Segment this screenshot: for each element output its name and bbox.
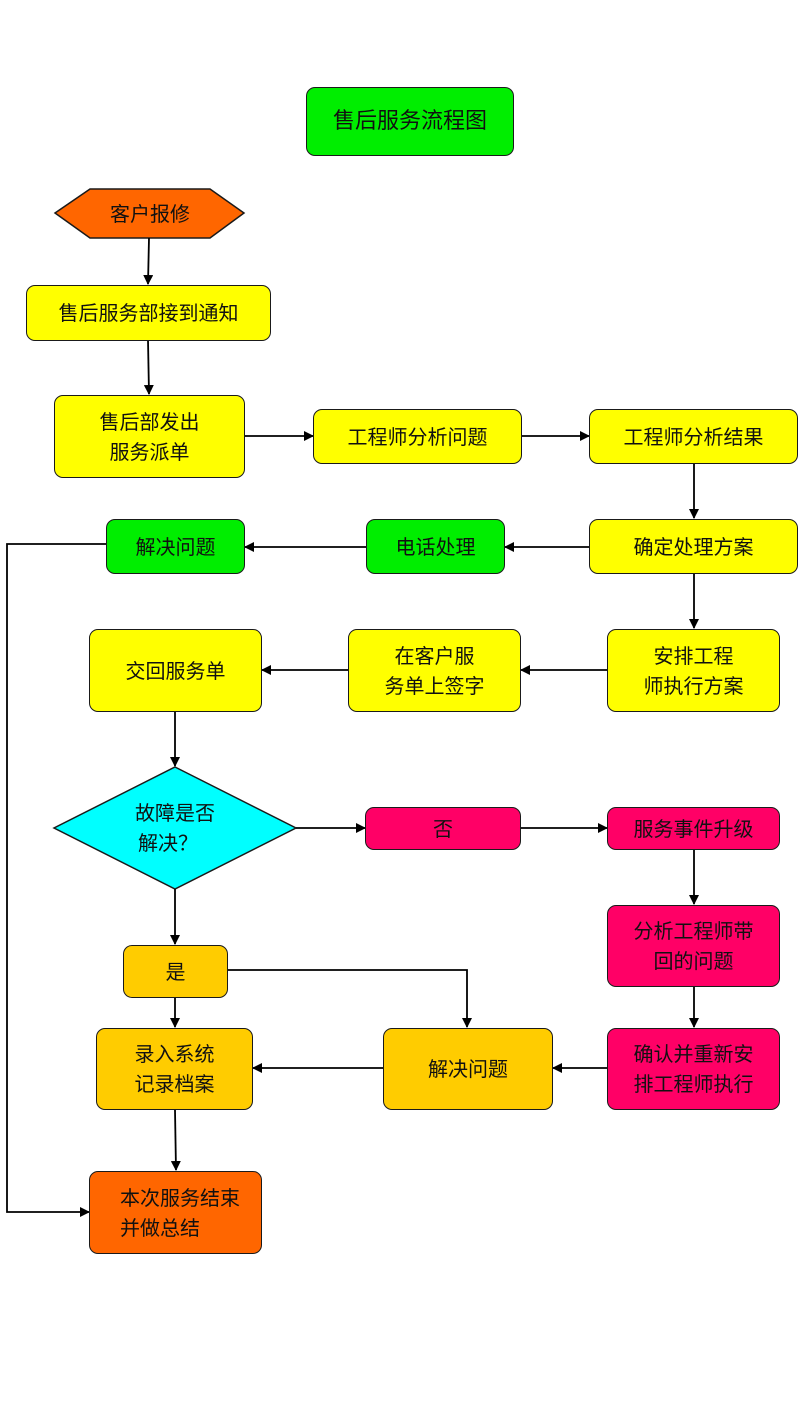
node-solve-phone[interactable]: 解决问题 bbox=[106, 519, 245, 574]
node-record[interactable]: 录入系统 记录档案 bbox=[96, 1028, 253, 1110]
node-decision[interactable]: 故障是否 解决？ bbox=[54, 767, 296, 889]
edge-notify-to-dispatch bbox=[143, 339, 154, 395]
node-customer-sign[interactable]: 在客户服 务单上签字 bbox=[348, 629, 521, 712]
edge-record-to-end bbox=[170, 1109, 181, 1171]
node-reassign-line-2: 排工程师执行 bbox=[633, 1072, 754, 1096]
node-start-text: 客户报修 bbox=[110, 201, 190, 226]
node-analyze-issue-text: 工程师分析问题 bbox=[347, 424, 488, 449]
node-solve-onsite-text: 解决问题 bbox=[428, 1057, 508, 1081]
start-hexagon-shape bbox=[53, 188, 246, 239]
node-end[interactable]: 本次服务结束 并做总结 bbox=[89, 1171, 262, 1254]
node-phone-handle[interactable]: 电话处理 bbox=[366, 519, 505, 574]
node-decision-line-1: 故障是否 bbox=[135, 801, 215, 825]
node-reassign-line-1: 确认并重新安 bbox=[633, 1042, 754, 1066]
node-customer-sign-line-1: 在客户服 bbox=[394, 643, 475, 668]
node-analyze-result[interactable]: 工程师分析结果 bbox=[589, 409, 798, 464]
node-dispatch[interactable]: 售后部发出 服务派单 bbox=[54, 395, 245, 478]
node-record-line-2: 记录档案 bbox=[134, 1072, 215, 1096]
node-notify[interactable]: 售后服务部接到通知 bbox=[26, 285, 271, 341]
edge-start-to-notify bbox=[143, 237, 154, 285]
node-dispatch-line-1: 售后部发出 bbox=[99, 409, 200, 434]
node-record-line-1: 录入系统 bbox=[134, 1042, 215, 1066]
chart-title: 售后服务流程图 bbox=[306, 87, 514, 156]
node-end-line-2: 并做总结 bbox=[120, 1215, 200, 1240]
node-decision-line-2: 解决？ bbox=[138, 831, 198, 855]
node-notify-text: 售后服务部接到通知 bbox=[58, 301, 239, 325]
chart-title-text: 售后服务流程图 bbox=[332, 108, 487, 134]
node-escalate-text: 服务事件升级 bbox=[633, 816, 754, 841]
node-yes-text: 是 bbox=[165, 959, 186, 984]
node-solve-phone-text: 解决问题 bbox=[135, 534, 216, 559]
node-yes[interactable]: 是 bbox=[123, 945, 228, 998]
node-no-text: 否 bbox=[433, 816, 453, 841]
edge-yes-to-solve-onsite bbox=[227, 969, 472, 1028]
node-escalate[interactable]: 服务事件升级 bbox=[607, 807, 780, 850]
node-solve-onsite[interactable]: 解决问题 bbox=[383, 1028, 553, 1110]
node-start[interactable]: 客户报修 bbox=[55, 189, 245, 238]
node-analyze-returned[interactable]: 分析工程师带 回的问题 bbox=[607, 905, 780, 987]
node-analyze-returned-line-2: 回的问题 bbox=[653, 949, 734, 973]
node-analyze-returned-line-1: 分析工程师带 bbox=[633, 919, 754, 943]
node-phone-handle-text: 电话处理 bbox=[395, 534, 476, 559]
node-analyze-issue[interactable]: 工程师分析问题 bbox=[313, 409, 522, 464]
node-decide-plan-text: 确定处理方案 bbox=[633, 534, 754, 559]
node-no[interactable]: 否 bbox=[365, 807, 521, 850]
node-arrange-engineer-line-2: 师执行方案 bbox=[643, 673, 744, 698]
node-arrange-engineer[interactable]: 安排工程 师执行方案 bbox=[607, 629, 780, 712]
node-dispatch-line-2: 服务派单 bbox=[109, 439, 190, 464]
edge-solve-to-end bbox=[6, 543, 106, 1217]
node-arrange-engineer-line-1: 安排工程 bbox=[653, 643, 734, 668]
node-decide-plan[interactable]: 确定处理方案 bbox=[589, 519, 798, 574]
node-return-form-text: 交回服务单 bbox=[125, 658, 226, 683]
node-reassign[interactable]: 确认并重新安 排工程师执行 bbox=[607, 1028, 780, 1110]
node-return-form[interactable]: 交回服务单 bbox=[89, 629, 262, 712]
node-end-line-1: 本次服务结束 bbox=[120, 1185, 240, 1210]
node-analyze-result-text: 工程师分析结果 bbox=[623, 424, 764, 449]
node-customer-sign-line-2: 务单上签字 bbox=[384, 673, 485, 698]
